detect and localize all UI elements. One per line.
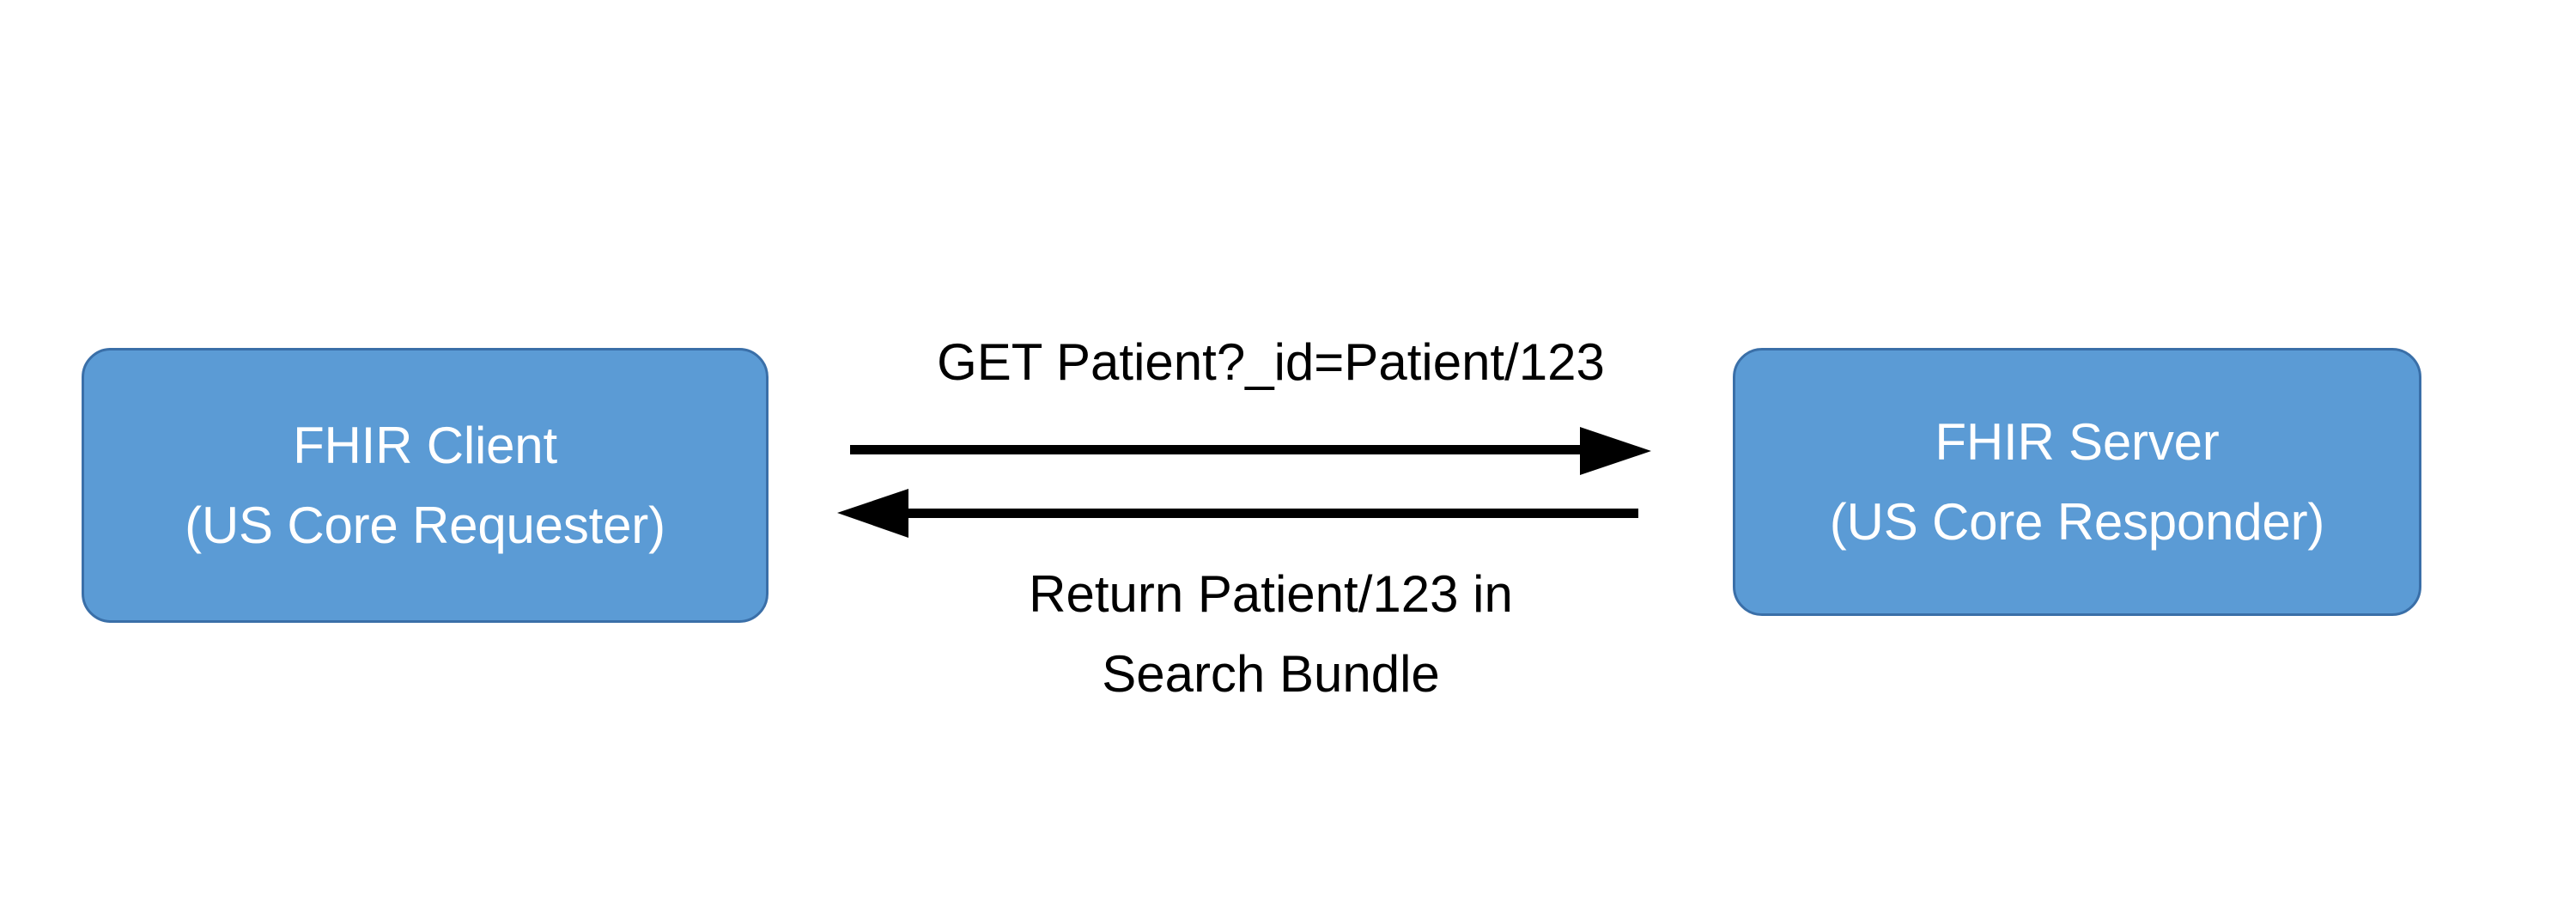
edge-label-response-line2: Search Bundle [1102,645,1440,703]
node-fhir-server[interactable]: FHIR Server (US Core Responder) [1733,348,2421,616]
edge-label-response: Return Patient/123 in Search Bundle [927,569,1614,700]
node-fhir-client-title: FHIR Client [293,416,557,474]
node-fhir-server-subtitle: (US Core Responder) [1829,492,2325,551]
arrow-right-icon [850,427,1651,475]
node-fhir-client[interactable]: FHIR Client (US Core Requester) [82,348,769,623]
node-fhir-client-subtitle: (US Core Requester) [185,496,665,554]
node-fhir-server-title: FHIR Server [1935,412,2220,471]
arrow-left-icon [837,489,1638,538]
edge-label-request: GET Patient?_id=Patient/123 [937,333,1605,391]
edge-label-response-line1: Return Patient/123 in [1029,565,1513,623]
